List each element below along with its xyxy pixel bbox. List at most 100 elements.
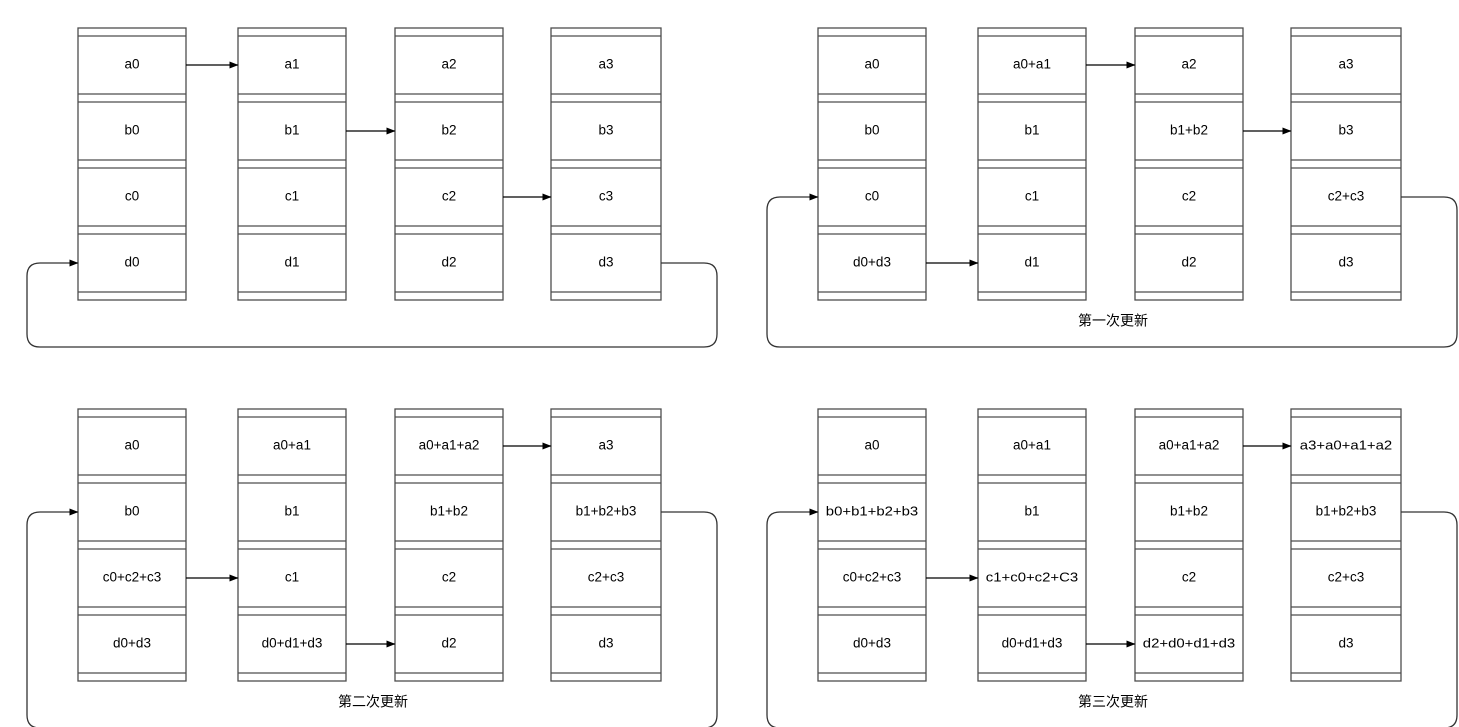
buffer-cell-label: a3: [598, 438, 613, 453]
buffer-outline: [550, 408, 662, 682]
buffer-cell-label: d3: [1338, 636, 1353, 651]
buffer-column: a0 b0 c0+c2+c3 d0+d3: [77, 408, 187, 682]
buffer-cell-label: c3: [599, 189, 613, 204]
buffer-cell-label: c0: [865, 189, 879, 204]
buffer-cell-label: b0+b1+b2+b3: [826, 503, 918, 518]
panel-update-1: a0b0c0d0+d3a0+a1b1c1d1a2b1+b2c2d2a3b3c2+…: [766, 27, 1458, 348]
buffer-outline: [394, 27, 504, 301]
buffer-cell-label: c0+c2+c3: [103, 570, 162, 585]
buffer-cell-label: b3: [598, 123, 613, 138]
buffer-cell-label: c1: [1025, 189, 1039, 204]
buffer-outline: [1290, 27, 1402, 301]
buffer-cell-label: c0: [125, 189, 139, 204]
buffer-cell-label: d2: [1181, 255, 1196, 270]
ring-wraparound-arrow: [766, 193, 1458, 348]
buffer-cell-label: c1+c0+c2+C3: [986, 569, 1078, 584]
buffer-cell-label: a1: [284, 57, 299, 72]
buffer-cell-label: c2: [1182, 189, 1196, 204]
buffer-cell-label: d2+d0+d1+d3: [1143, 635, 1235, 650]
buffer-cell-label: d1: [284, 255, 299, 270]
buffer-cell-label: a0: [864, 57, 879, 72]
buffer-cell-label: b0: [124, 123, 139, 138]
panel-update-2: a0 b0 c0+c2+c3 d0+d3 a0+a1 b1 c1 d0+d1+d3 a0+a1+…: [26, 408, 718, 727]
buffer-cell-label: a0: [124, 57, 139, 72]
buffer-cell-label: d0+d1+d3: [262, 636, 323, 651]
buffer-cell-label: d0+d3: [853, 636, 891, 651]
panel-caption: 第一次更新: [1078, 313, 1148, 329]
buffer-outline: [1134, 27, 1244, 301]
buffer-cell-label: d1: [1024, 255, 1039, 270]
buffer-cell-label: d3: [598, 255, 613, 270]
buffer-column: a0 b0 c0 d0: [77, 27, 187, 301]
ring-wraparound-arrow: [766, 508, 1458, 727]
buffer-column: a0 b0 c0 d0+d3: [817, 27, 927, 301]
buffer-cell-label: b0: [124, 504, 139, 519]
buffer-cell-label: a0: [864, 438, 879, 453]
buffer-cell-label: a0+a1: [1013, 57, 1051, 72]
buffer-cell-label: c1: [285, 570, 299, 585]
buffer-column: a0+a1+a2 b1+b2 c2 d2: [394, 408, 504, 682]
buffer-cell-label: d3: [1338, 255, 1353, 270]
buffer-outline: [1290, 408, 1402, 682]
ring-wraparound-arrow: [26, 508, 718, 727]
buffer-column: a0+a1+a2 b1+b2 c2 d2+d0+d1+d3: [1134, 408, 1244, 682]
buffer-cell-label: d0+d3: [113, 636, 151, 651]
buffer-outline: [394, 408, 504, 682]
buffer-cell-label: b1: [284, 504, 299, 519]
buffer-cell-label: b1+b2: [1170, 123, 1208, 138]
buffer-cell-label: d3: [598, 636, 613, 651]
buffer-cell-label: b1+b2+b3: [1316, 504, 1377, 519]
buffer-cell-label: a0: [124, 438, 139, 453]
buffer-column: a0+a1 b1 c1 d0+d1+d3: [237, 408, 347, 682]
buffer-cell-label: d0+d3: [853, 255, 891, 270]
buffer-cell-label: a0+a1: [1013, 438, 1051, 453]
ring-wraparound-arrow: [26, 259, 718, 348]
buffer-cell-label: b1: [1024, 123, 1039, 138]
buffer-outline: [550, 27, 662, 301]
buffer-cell-label: b1+b2+b3: [576, 504, 637, 519]
buffer-cell-label: a0+a1+a2: [1159, 438, 1220, 453]
buffer-outline: [977, 27, 1087, 301]
buffer-cell-label: d0+d1+d3: [1002, 636, 1063, 651]
buffer-outline: [77, 27, 187, 301]
panel-caption: 第二次更新: [338, 694, 408, 710]
buffer-cell-label: a2: [1181, 57, 1196, 72]
buffer-cell-label: b1: [284, 123, 299, 138]
buffer-cell-label: a3+a0+a1+a2: [1300, 437, 1392, 452]
buffer-cell-label: c1: [285, 189, 299, 204]
buffer-cell-label: d0: [124, 255, 139, 270]
buffer-cell-label: c2+c3: [1328, 189, 1364, 204]
buffer-cell-label: a0+a1: [273, 438, 311, 453]
buffer-cell-label: b2: [441, 123, 456, 138]
buffer-outline: [1134, 408, 1244, 682]
buffer-column: a3+a0+a1+a2 b1+b2+b3 c2+c3 d3: [1290, 408, 1402, 682]
buffer-cell-label: b1+b2: [430, 504, 468, 519]
buffer-column: a2 b1+b2 c2 d2: [1134, 27, 1244, 301]
panel-update-3: a0b0+b1+b2+b3c0+c2+c3d0+d3a0+a1b1c1+c0+c…: [766, 408, 1458, 727]
buffer-cell-label: b1+b2: [1170, 504, 1208, 519]
buffer-cell-label: c2+c3: [1328, 570, 1364, 585]
buffer-cell-label: c2: [442, 570, 456, 585]
buffer-outline: [237, 408, 347, 682]
buffer-cell-label: c2: [442, 189, 456, 204]
buffer-cell-label: d2: [441, 636, 456, 651]
buffer-cell-label: c2: [1182, 570, 1196, 585]
buffer-cell-label: b0: [864, 123, 879, 138]
buffer-outline: [77, 408, 187, 682]
buffer-outline: [977, 408, 1087, 682]
buffer-outline: [237, 27, 347, 301]
buffer-outline: [817, 408, 927, 682]
buffer-cell-label: b3: [1338, 123, 1353, 138]
buffer-outline: [817, 27, 927, 301]
buffer-cell-label: a2: [441, 57, 456, 72]
buffer-cell-label: a0+a1+a2: [419, 438, 480, 453]
